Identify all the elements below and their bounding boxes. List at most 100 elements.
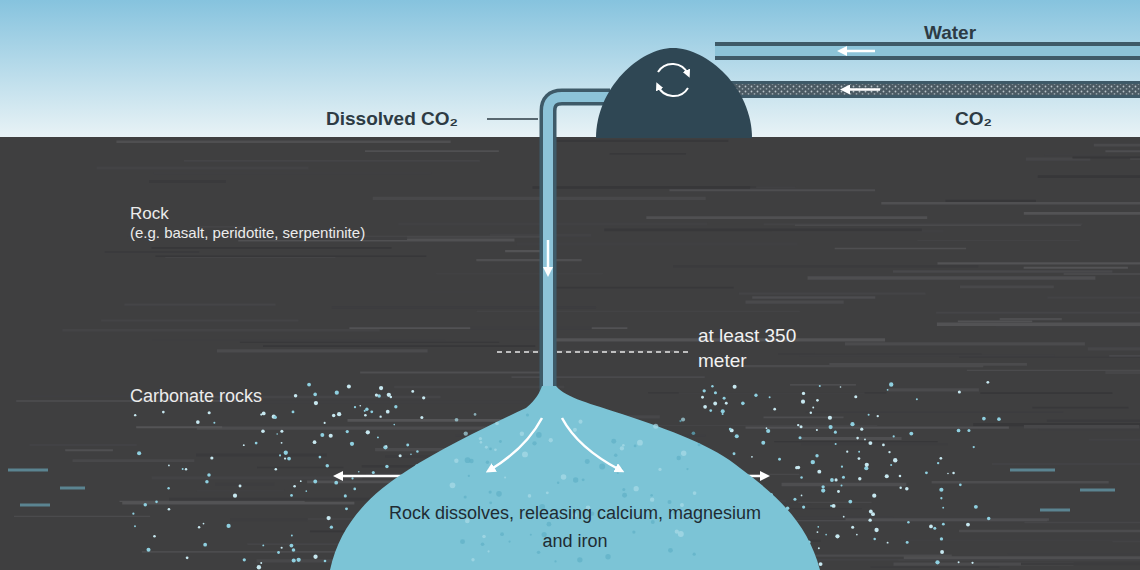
blob-texture [634, 445, 637, 448]
speckle [292, 548, 296, 552]
rock-streak [1045, 154, 1108, 155]
rock-streak [746, 426, 1009, 428]
blob-texture [577, 557, 582, 562]
rock-streak [152, 476, 363, 479]
blob-texture [599, 464, 605, 470]
rock-streak [349, 327, 627, 329]
rock-streak [802, 437, 902, 440]
rock-streak [136, 426, 222, 428]
speckle [741, 402, 745, 406]
rock-streak [778, 353, 981, 355]
rock-streak [973, 423, 1140, 426]
rock-streak [101, 320, 298, 322]
speckle [337, 412, 341, 416]
speckle [887, 389, 889, 391]
rock-streak [97, 167, 309, 170]
speckle [257, 565, 261, 569]
blob-texture [528, 494, 532, 498]
speckle [297, 558, 301, 562]
speckle [865, 463, 869, 467]
speckle [281, 547, 283, 549]
speckle [385, 465, 388, 468]
speckle [935, 560, 939, 564]
water-pipe [715, 42, 1140, 60]
speckle [292, 410, 295, 413]
speckle [797, 424, 799, 426]
rock-streak [806, 411, 1063, 413]
blob-texture [632, 530, 635, 533]
speckle [751, 456, 753, 458]
speckle [386, 410, 390, 414]
speckle [986, 381, 989, 384]
rock-streak [230, 518, 307, 521]
speckle [725, 402, 728, 405]
speckle [942, 507, 944, 509]
speckle [816, 399, 819, 402]
rock-streak [116, 141, 450, 143]
speckle [713, 402, 717, 406]
rock-label: Rock [130, 203, 169, 225]
rock-streak [155, 256, 426, 257]
rock-streak [30, 444, 137, 446]
rock-streak [477, 311, 800, 312]
speckle [226, 524, 230, 528]
speckle [394, 405, 397, 408]
speckle [723, 397, 726, 400]
speckle [967, 429, 970, 432]
rock-streak [240, 342, 499, 343]
speckle [60, 487, 85, 490]
blob-texture [468, 475, 470, 477]
speckle [390, 396, 393, 399]
speckle [817, 531, 819, 533]
blob-texture [686, 468, 688, 470]
blob-texture [504, 476, 506, 478]
blob-texture [464, 431, 468, 435]
speckle [769, 396, 771, 398]
speckle [290, 494, 293, 497]
speckle [885, 474, 889, 478]
speckle [262, 544, 264, 546]
blob-texture [634, 486, 639, 491]
rock-streak [1024, 267, 1128, 269]
blob-texture [522, 451, 528, 457]
speckle [416, 450, 418, 452]
speckle [379, 386, 383, 390]
flow-arrow [338, 475, 405, 478]
speckle [134, 414, 136, 416]
speckle [255, 442, 258, 445]
speckle [344, 494, 347, 497]
rock-streak [980, 392, 1112, 394]
speckle [893, 435, 895, 437]
blob-texture [465, 457, 471, 463]
speckle [294, 394, 298, 398]
speckle [411, 390, 414, 393]
blob-texture [620, 446, 624, 450]
speckle [300, 480, 302, 482]
speckle [874, 528, 878, 532]
speckle [701, 396, 704, 399]
speckle [714, 391, 717, 394]
speckle [848, 500, 852, 504]
speckle [997, 417, 1001, 421]
flow-arrow [547, 240, 550, 272]
rock-streak [871, 566, 1000, 567]
blob-texture [622, 493, 627, 498]
rock-streak [932, 481, 1109, 483]
speckle [843, 516, 845, 518]
blob-texture [585, 459, 590, 464]
rock-streak [1021, 563, 1140, 566]
speckle [851, 526, 854, 529]
speckle [933, 527, 936, 530]
mixing-arrow [658, 64, 688, 74]
speckle [830, 478, 834, 482]
rock-streak [257, 467, 343, 469]
speckle [877, 415, 879, 417]
rock-streak [673, 265, 978, 267]
blob-texture [480, 441, 483, 444]
speckle [347, 384, 351, 388]
speckle [182, 468, 184, 470]
speckle [733, 385, 737, 389]
rock-streak [429, 292, 543, 293]
speckle [817, 526, 819, 528]
speckle [909, 432, 913, 436]
